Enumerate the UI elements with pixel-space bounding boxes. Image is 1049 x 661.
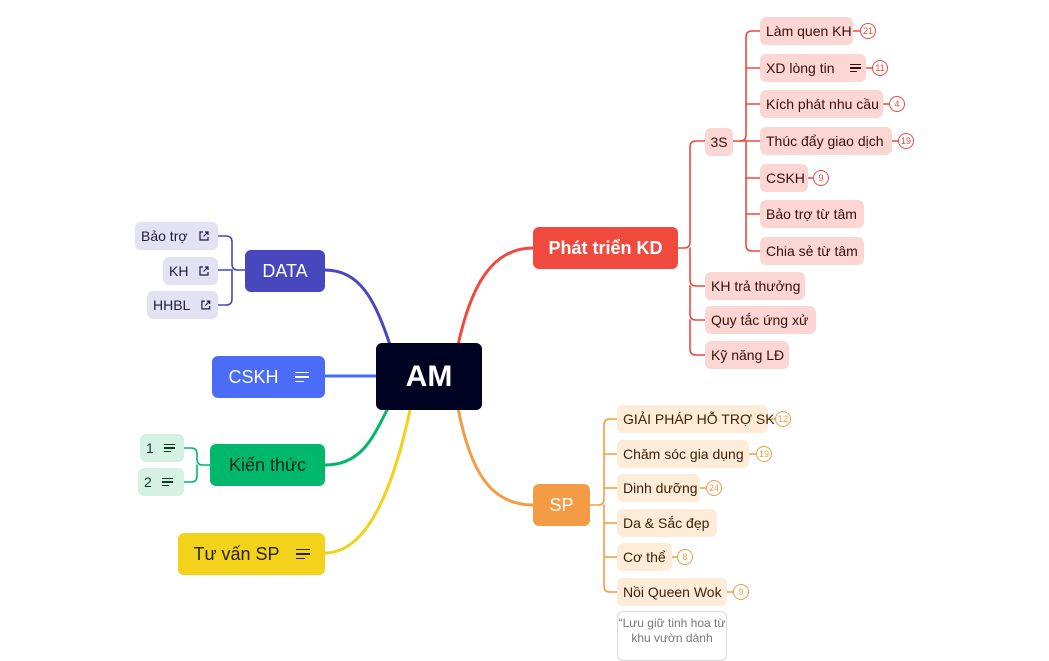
count-badge[interactable]: 19 <box>756 446 772 462</box>
topic-bao-tro-tu-tam[interactable]: Bảo trợ từ tâm <box>760 200 864 228</box>
badge-value: 8 <box>682 551 688 562</box>
branch-sp[interactable]: SP <box>533 484 590 526</box>
notes-icon[interactable] <box>294 371 309 383</box>
topic-label: GIẢI PHÁP HỖ TRỢ SK <box>623 411 775 427</box>
topic-label: Cơ thể <box>623 549 666 565</box>
topic-dinh-duong[interactable]: Dinh dưỡng <box>617 474 700 502</box>
topic-label: 2 <box>144 474 152 490</box>
topic-da-sac-dep[interactable]: Da & Sắc đẹp <box>617 509 717 537</box>
badge-value: 9 <box>738 586 744 597</box>
badge-value: 11 <box>875 62 885 73</box>
branch-label: CSKH <box>228 366 279 387</box>
badge-value: 12 <box>777 413 788 424</box>
branch-data[interactable]: DATA <box>245 250 325 292</box>
branch-kien-thuc[interactable]: Kiến thức <box>210 444 325 486</box>
topic-label: Da & Sắc đẹp <box>623 515 710 531</box>
count-badge[interactable]: 4 <box>889 96 905 112</box>
topic-bao-tro[interactable]: Bảo trợ <box>135 222 218 250</box>
count-badge[interactable]: 19 <box>898 133 914 149</box>
branch-label: Tư vấn SP <box>193 543 280 564</box>
topic-cham-soc-gia-dung[interactable]: Chăm sóc gia dụng <box>617 440 749 468</box>
topic-label: Quy tắc ứng xử <box>711 312 809 328</box>
badge-value: 21 <box>862 25 873 36</box>
branch-cskh[interactable]: CSKH <box>212 356 325 398</box>
notes-icon[interactable] <box>850 63 862 73</box>
topic-kh-tra-thuong[interactable]: KH trả thưởng <box>705 272 805 300</box>
connector-data <box>323 268 392 347</box>
branch-label: Phát triển KD <box>548 237 663 258</box>
topic-ky-nang-ld[interactable]: Kỹ năng LĐ <box>705 341 789 369</box>
badge-value: 24 <box>708 482 719 493</box>
branch-tu-van-sp[interactable]: Tư vấn SP <box>178 533 325 575</box>
connector-phat-trien-kd <box>456 246 535 347</box>
topic-label: Bảo trợ <box>141 228 188 244</box>
branch-label: DATA <box>262 260 308 281</box>
count-badge[interactable]: 8 <box>677 549 693 565</box>
notes-icon[interactable] <box>163 443 175 453</box>
count-badge[interactable]: 21 <box>860 23 876 39</box>
topic-thuc-day-giao-dich[interactable]: Thúc đẩy giao dịch <box>760 127 892 155</box>
callout-text: “Lưu giữ tinh hoa từ khu vườn dành <box>618 616 726 645</box>
notes-icon[interactable] <box>161 477 173 487</box>
topic-label: XD lòng tin <box>766 60 835 76</box>
count-badge[interactable]: 24 <box>706 480 722 496</box>
topic-label: Kích phát nhu cầu <box>766 96 879 112</box>
topic-label: Kỹ năng LĐ <box>711 347 785 363</box>
external-link-icon[interactable] <box>198 265 210 277</box>
branch-label: Kiến thức <box>228 454 307 475</box>
external-link-icon[interactable] <box>198 230 210 242</box>
topic-label: Thúc đẩy giao dịch <box>766 133 884 149</box>
topic-noi-queen-wok[interactable]: Nồi Queen Wok <box>617 578 727 606</box>
root-node[interactable]: AM <box>376 343 482 410</box>
topic-cskh[interactable]: CSKH <box>760 164 808 192</box>
topic-label: Dinh dưỡng <box>623 480 698 496</box>
badge-value: 19 <box>900 135 911 146</box>
topic-3s[interactable]: 3S <box>705 128 733 156</box>
topic-xd-long-tin[interactable]: XD lòng tin <box>760 54 866 82</box>
topic-2[interactable]: 2 <box>138 468 184 496</box>
note-callout[interactable]: “Lưu giữ tinh hoa từ khu vườn dành <box>617 611 727 661</box>
topic-label: Nồi Queen Wok <box>623 584 722 600</box>
count-badge[interactable]: 11 <box>872 60 888 76</box>
branch-phat-trien-kd[interactable]: Phát triển KD <box>533 227 678 269</box>
topic-label: Làm quen KH <box>766 23 852 39</box>
connector-sp <box>456 406 535 507</box>
topic-kich-phat-nhu-cau[interactable]: Kích phát nhu cầu <box>760 90 883 118</box>
topic-label: CSKH <box>766 170 805 186</box>
badge-value: 4 <box>894 98 900 109</box>
connector-kien-thuc <box>323 408 389 467</box>
notes-icon[interactable] <box>295 548 310 560</box>
topic-lam-quen-kh[interactable]: Làm quen KH <box>760 17 853 45</box>
topic-label: HHBL <box>153 297 191 313</box>
topic-label: Chăm sóc gia dụng <box>623 446 744 462</box>
branch-label: SP <box>549 494 574 515</box>
topic-label: KH trả thưởng <box>711 278 801 294</box>
topic-label: 1 <box>146 440 154 456</box>
topic-label: Bảo trợ từ tâm <box>766 206 857 222</box>
count-badge[interactable]: 9 <box>733 584 749 600</box>
topic-label: KH <box>169 263 189 279</box>
topic-kh[interactable]: KH <box>163 257 218 285</box>
topic-giai-phap-ho-tro-sk[interactable]: GIẢI PHÁP HỖ TRỢ SK <box>617 405 775 433</box>
topic-chia-se-tu-tam[interactable]: Chia sẻ từ tâm <box>760 237 864 265</box>
count-badge[interactable]: 12 <box>775 411 791 427</box>
topic-co-the[interactable]: Cơ thể <box>617 543 672 571</box>
external-link-icon[interactable] <box>200 299 212 311</box>
badge-value: 19 <box>758 448 769 459</box>
count-badge[interactable]: 9 <box>813 170 829 186</box>
connector-tu-van-sp <box>323 408 412 555</box>
root-label: AM <box>405 359 453 393</box>
badge-value: 9 <box>818 172 824 183</box>
topic-label: 3S <box>710 134 728 150</box>
topic-1[interactable]: 1 <box>140 434 184 462</box>
topic-label: Chia sẻ từ tâm <box>766 243 858 259</box>
topic-quy-tac-ung-xu[interactable]: Quy tắc ứng xử <box>705 306 816 334</box>
topic-hhbl[interactable]: HHBL <box>147 291 218 319</box>
